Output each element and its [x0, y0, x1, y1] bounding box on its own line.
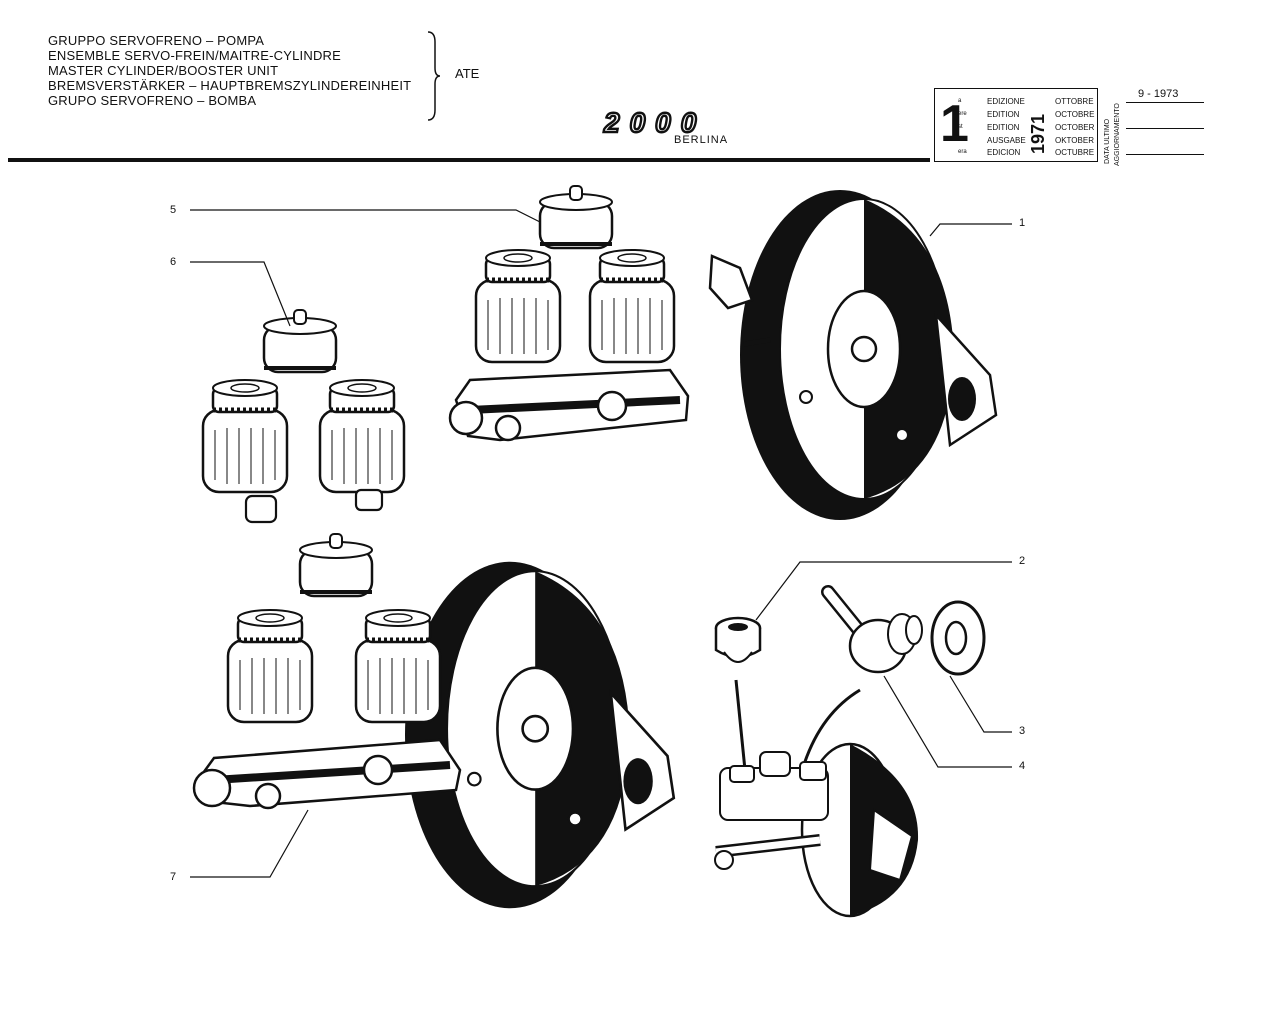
- title-de: BREMSVERSTÄRKER – HAUPTBREMSZYLINDEREINH…: [48, 78, 412, 93]
- edition-suffix: ere: [958, 111, 967, 117]
- edition-suffix: a: [958, 98, 962, 104]
- edition-month: OCTUBRE: [1055, 148, 1095, 157]
- edition-suffix: era: [958, 149, 967, 155]
- callout-4: 4: [1019, 760, 1026, 772]
- update-line: [1126, 102, 1204, 103]
- edition-suffix: .: [958, 137, 960, 143]
- edition-label: EDICION: [987, 148, 1021, 157]
- brace-icon: [427, 31, 441, 121]
- edition-label: AUSGABE: [987, 136, 1026, 145]
- model-subtitle: BERLINA: [674, 134, 729, 146]
- edition-month: OCTOBRE: [1055, 110, 1095, 119]
- edition-label: EDIZIONE: [987, 97, 1025, 106]
- model-logo-text: 2000: [603, 110, 706, 136]
- update-label-1: DATA ULTIMO: [1104, 118, 1111, 164]
- edition-label: EDITION: [987, 110, 1020, 119]
- make-label: ATE: [455, 66, 480, 81]
- callout-5: 5: [170, 204, 177, 216]
- edition-frame: [934, 88, 1098, 162]
- edition-label: EDITION: [987, 123, 1020, 132]
- title-block: GRUPPO SERVOFRENO – POMPA ENSEMBLE SERVO…: [48, 33, 411, 108]
- edition-box: 1 a ere st . era EDIZIONE EDITION EDITIO…: [934, 88, 1098, 162]
- edition-number: 1: [940, 95, 969, 153]
- edition-month: OTTOBRE: [1055, 97, 1094, 106]
- edition-year: 1971: [1028, 114, 1048, 154]
- update-box: DATA ULTIMO AGGIORNAMENTO 9 - 1973: [1100, 88, 1210, 170]
- title-es: GRUPO SERVOFRENO – BOMBA: [48, 93, 257, 108]
- title-fr: ENSEMBLE SERVO-FREIN/MAITRE-CYLINDRE: [48, 48, 342, 63]
- edition-month: OKTOBER: [1055, 136, 1094, 145]
- update-label-2: AGGIORNAMENTO: [1114, 103, 1121, 166]
- callout-7: 7: [170, 871, 177, 883]
- callout-6: 6: [170, 256, 177, 268]
- edition-year-text: 1971: [1028, 114, 1048, 154]
- title-it: GRUPPO SERVOFRENO – POMPA: [48, 33, 265, 48]
- update-line: [1126, 128, 1204, 129]
- update-line: [1126, 154, 1204, 155]
- callout-2: 2: [1019, 555, 1026, 567]
- callout-1: 1: [1019, 217, 1026, 229]
- edition-suffix: st: [958, 124, 963, 130]
- model-logo-2000: 2000: [602, 110, 706, 136]
- update-date: 9 - 1973: [1138, 88, 1179, 100]
- callout-3: 3: [1019, 725, 1026, 737]
- title-en: MASTER CYLINDER/BOOSTER UNIT: [48, 63, 279, 78]
- update-vertical-label: DATA ULTIMO AGGIORNAMENTO: [1104, 103, 1121, 166]
- edition-month: OCTOBER: [1055, 123, 1095, 132]
- header-rule: [8, 158, 930, 162]
